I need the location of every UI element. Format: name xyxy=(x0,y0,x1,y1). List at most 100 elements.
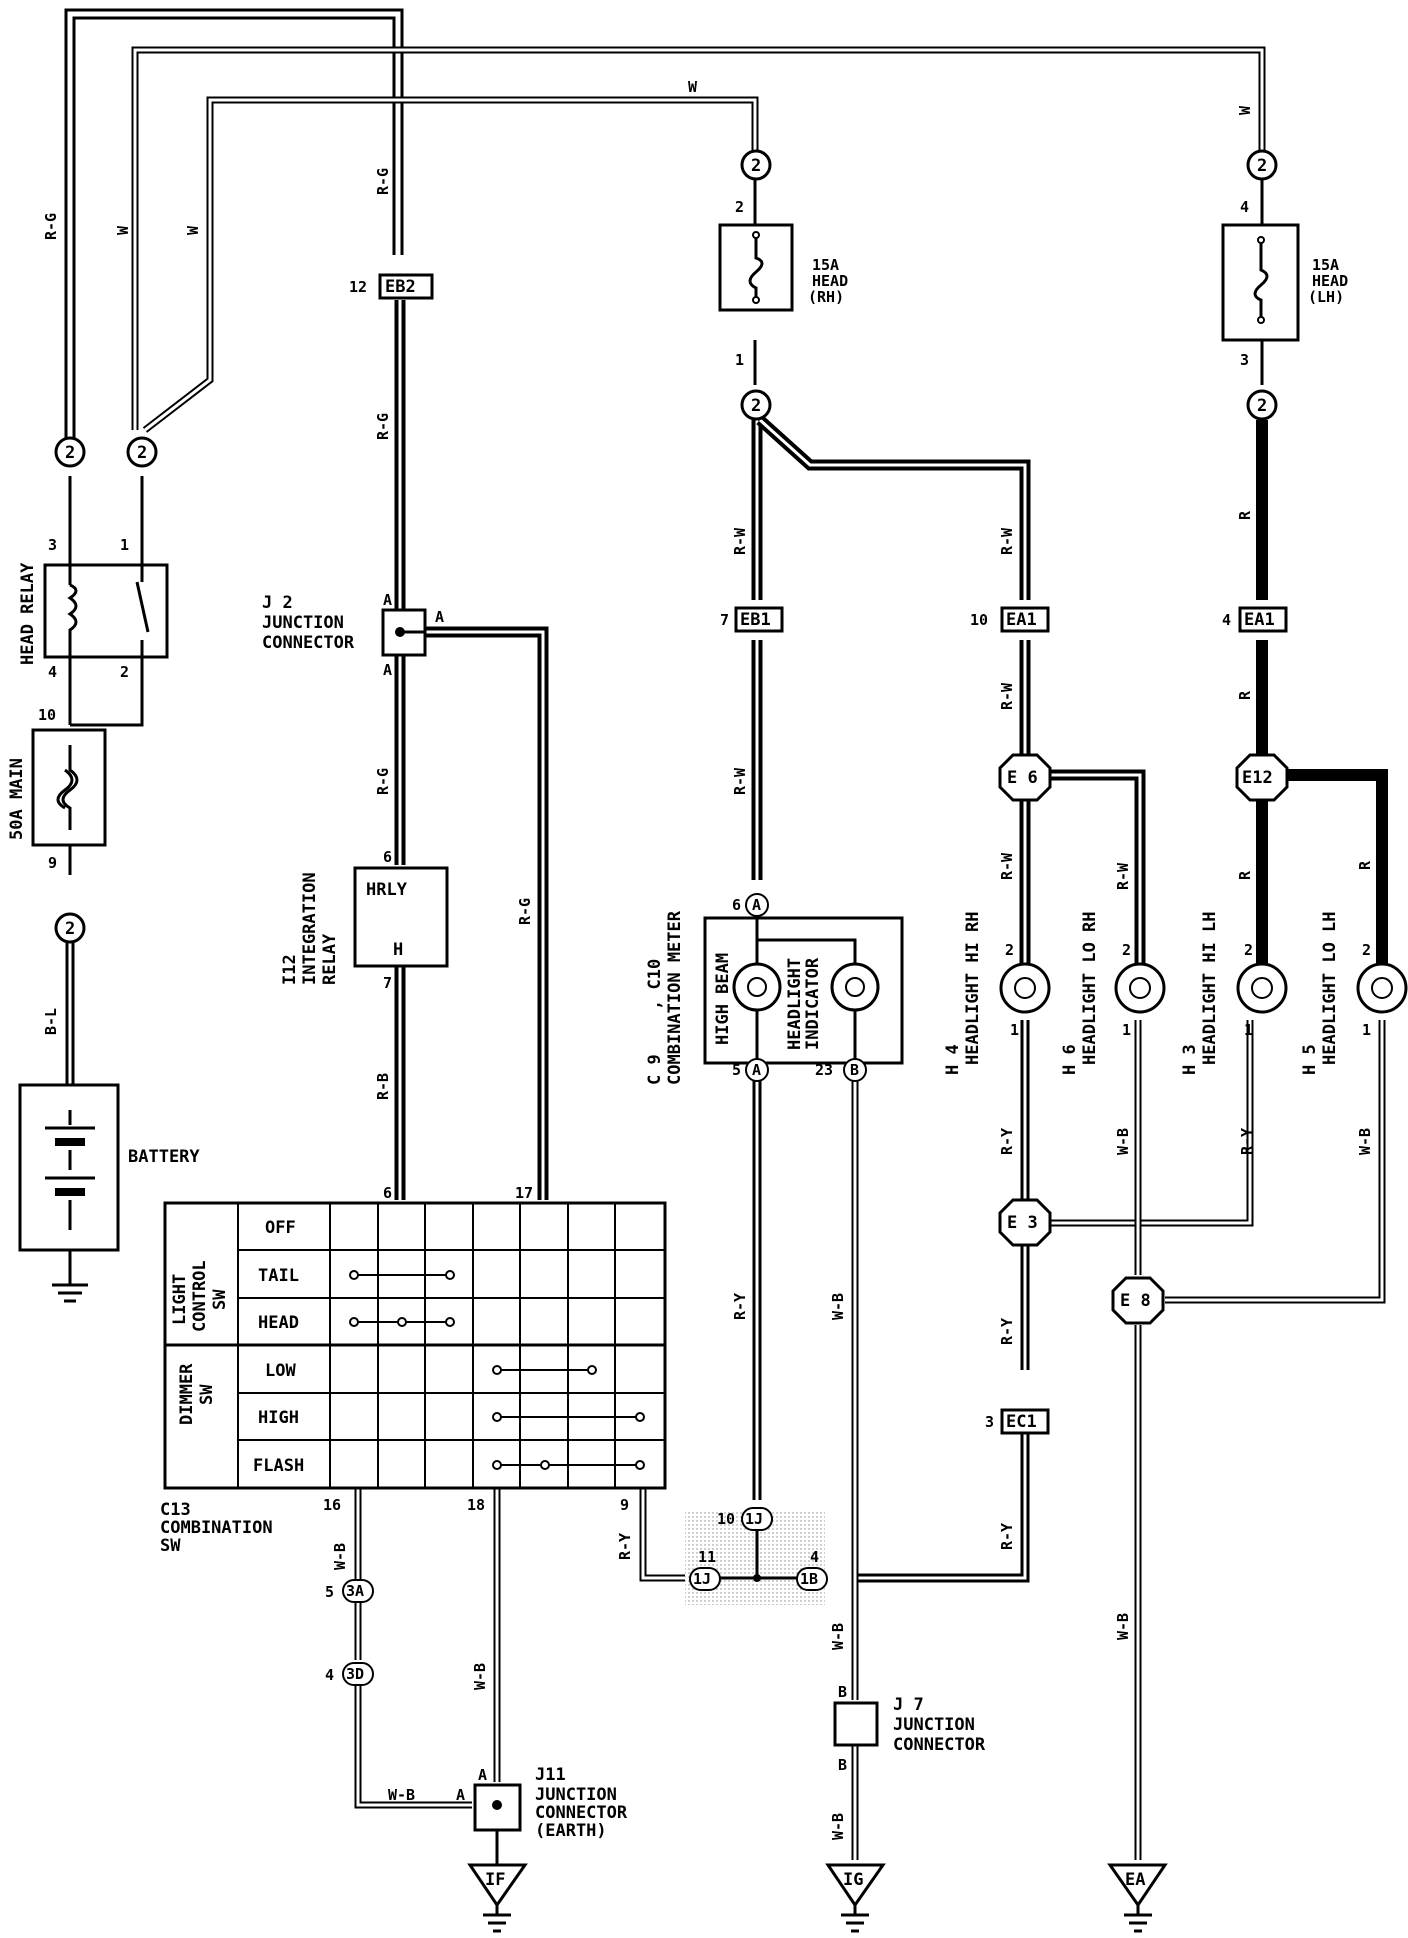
i12-hrly: HRLY xyxy=(366,880,408,900)
wc-rw-1: R-W xyxy=(731,527,749,555)
ground-ea: EA xyxy=(1107,1863,1168,1933)
head-relay-label: HEAD RELAY xyxy=(18,562,38,665)
pin-sw-18: 18 xyxy=(467,1496,485,1514)
headlight-indicator-label-2: INDICATOR xyxy=(803,957,823,1050)
conn-1j-top-label: 1J xyxy=(745,1510,763,1528)
h5-id: H 5 xyxy=(1300,1044,1320,1075)
conn-2-g-label: 2 xyxy=(1257,396,1267,416)
pin-relay-2: 2 xyxy=(120,663,129,681)
conn-2-g: 2 xyxy=(1246,389,1278,421)
c13-label-2: COMBINATION xyxy=(160,1518,273,1538)
wire-rw-lo xyxy=(756,415,1031,755)
wc-r-2: R xyxy=(1236,690,1254,700)
j2-label: J 2 xyxy=(262,593,293,613)
dimmer-label-2: SW xyxy=(197,1384,217,1405)
pin-sw-16: 16 xyxy=(323,1496,341,1514)
pin-sw-17: 17 xyxy=(515,1184,533,1202)
pin-j2-a-right: A xyxy=(435,608,444,626)
connector-eb2: EB2 xyxy=(378,273,434,300)
wire-ry-switch xyxy=(639,1488,690,1582)
row-low: LOW xyxy=(265,1361,296,1381)
conn-3a-label: 3A xyxy=(346,1582,364,1600)
combo-meter-label: COMBINATION METER xyxy=(665,910,685,1085)
connector-ec1-label: EC1 xyxy=(1006,1412,1037,1432)
wc-ry-5: R-Y xyxy=(1238,1128,1256,1155)
wc-rg-3: R-G xyxy=(374,413,392,440)
headlamp-h6: H 6 HEADLIGHT LO RH xyxy=(1060,911,1166,1075)
wc-wb-4: W-B xyxy=(829,1293,847,1320)
dimmer-label-1: DIMMER xyxy=(177,1363,197,1425)
circle-connectors: 2 2 2 2 2 2 2 A A B 1J 1J 1B 3A 3D xyxy=(54,149,1278,1686)
connector-eb2-label: EB2 xyxy=(385,277,416,297)
wc-ry-2: R-Y xyxy=(998,1128,1016,1155)
pin-12: 12 xyxy=(349,278,367,296)
conn-b-bottom: B xyxy=(843,1058,867,1082)
wc-wb-6: W-B xyxy=(829,1813,847,1840)
light-control-label-2: CONTROL xyxy=(190,1260,210,1332)
pin-1j-10: 10 xyxy=(717,1510,735,1528)
row-head: HEAD xyxy=(258,1313,299,1333)
j2-label-3: CONNECTOR xyxy=(262,633,355,653)
row-tail: TAIL xyxy=(258,1266,299,1286)
conn-2-c: 2 xyxy=(54,912,86,944)
wc-wb-1: W-B xyxy=(1114,1128,1132,1155)
pin-h5-2: 2 xyxy=(1362,941,1371,959)
wc-bl: B-L xyxy=(42,1008,60,1035)
splice-e3: E 3 xyxy=(998,1198,1052,1247)
fuse-rh-name: HEAD xyxy=(812,272,848,290)
connector-eb1-label: EB1 xyxy=(740,610,771,630)
conn-3d: 3D xyxy=(342,1662,374,1686)
h4-label: HEADLIGHT HI RH xyxy=(963,911,983,1065)
pin-eb1-7: 7 xyxy=(720,611,729,629)
splice-e8: E 8 xyxy=(1111,1276,1165,1325)
pin-3a-5: 5 xyxy=(325,1583,334,1601)
pin-j7-b-bottom: B xyxy=(838,1756,847,1774)
pin-h6-1: 1 xyxy=(1122,1021,1131,1039)
j11-label-4: (EARTH) xyxy=(535,1821,607,1841)
wire-rg-top xyxy=(64,8,404,460)
combo-meter-c10: , C10 xyxy=(645,959,665,1010)
pin-j7-b-top: B xyxy=(838,1683,847,1701)
wc-ry-6: R-Y xyxy=(616,1533,634,1560)
wc-rg-4: R-G xyxy=(374,768,392,795)
wc-w-4: W xyxy=(1236,105,1254,115)
headlamp-h3: H 3 HEADLIGHT HI LH xyxy=(1180,911,1288,1075)
wire-rw-e6 xyxy=(1019,769,1146,968)
fuse-lh-side: (LH) xyxy=(1308,288,1344,306)
headlamp-h4: H 4 HEADLIGHT HI RH xyxy=(943,911,1051,1075)
wc-rw-6: R-W xyxy=(1114,862,1132,890)
conn-a-bottom: A xyxy=(745,1058,769,1082)
headlight-indicator-label: HEADLIGHT xyxy=(785,958,805,1050)
wc-r-3: R xyxy=(1236,870,1254,880)
pin-ec1-3: 3 xyxy=(985,1413,994,1431)
pin-relay-4: 4 xyxy=(48,663,57,681)
i12-label-3: RELAY xyxy=(320,933,340,985)
fuse-lh: 15A HEAD (LH) xyxy=(1221,223,1348,342)
h5-label: HEADLIGHT LO LH xyxy=(1320,911,1340,1065)
ground-ig: IG xyxy=(825,1863,886,1933)
connector-ec1: EC1 xyxy=(1000,1408,1050,1435)
main-fuse-label: 50A MAIN xyxy=(7,758,27,840)
conn-1j-top: 1J xyxy=(741,1507,773,1531)
conn-3a: 3A xyxy=(342,1579,374,1603)
conn-b-bottom-label: B xyxy=(850,1061,859,1079)
battery-label: BATTERY xyxy=(128,1147,200,1167)
wc-rw-5: R-W xyxy=(998,852,1016,880)
fuse-rh-side: (RH) xyxy=(808,288,844,306)
wire-w-top-rh xyxy=(142,96,759,433)
pin-sw-9: 9 xyxy=(620,1496,629,1514)
wc-wb-5: W-B xyxy=(829,1623,847,1650)
pin-1j-11: 11 xyxy=(698,1548,716,1566)
wc-ry-4: R-Y xyxy=(998,1523,1016,1550)
wire-ry-rh xyxy=(855,1020,1030,1583)
j2-label-2: JUNCTION xyxy=(262,613,344,633)
wc-rw-4: R-W xyxy=(998,682,1016,710)
conn-2-e: 2 xyxy=(740,389,772,421)
pin-j2-a-top: A xyxy=(383,591,392,609)
ground-ea-label: EA xyxy=(1125,1870,1145,1890)
wc-r-4: R xyxy=(1356,860,1374,870)
wire-relay-battery xyxy=(68,476,144,1085)
conn-1b-label: 1B xyxy=(800,1570,818,1588)
connector-eb1: EB1 xyxy=(734,606,784,633)
splice-e6-label: E 6 xyxy=(1007,768,1038,788)
